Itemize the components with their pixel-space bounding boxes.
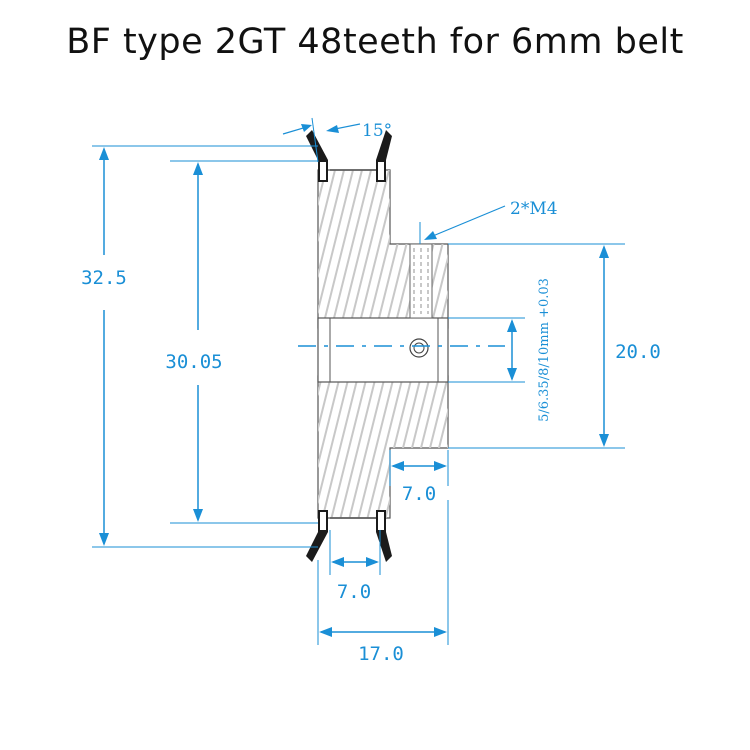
hatch-line — [318, 376, 341, 518]
hatch-line — [277, 170, 317, 330]
hatch-line — [348, 170, 390, 328]
dimension-lines — [92, 117, 625, 645]
hatch-line — [321, 376, 359, 518]
hatch-line — [318, 376, 350, 518]
hatch-line — [339, 170, 381, 328]
label-total-length: 17.0 — [358, 643, 404, 665]
hatch-line — [318, 170, 327, 328]
hatch-line — [268, 170, 308, 330]
label-hub-length: 7.0 — [402, 483, 436, 505]
hatch-line — [318, 170, 354, 328]
hatch-line — [466, 170, 506, 330]
hatch-line — [330, 170, 372, 328]
hatch-line — [277, 376, 313, 520]
hatch-line — [475, 170, 515, 330]
hatch-line — [457, 170, 497, 330]
hatch-line — [318, 170, 336, 328]
hatch-line — [268, 376, 304, 520]
hatch-line — [250, 170, 290, 330]
hatch-line — [250, 376, 286, 520]
hatch-line — [259, 170, 299, 330]
label-flange-angle: 15° — [362, 121, 392, 141]
label-bore: 5/6.35/8/10mm +0.03 — [537, 278, 552, 422]
label-pitch-diameter: 30.05 — [165, 351, 222, 373]
hatch-line — [447, 170, 448, 328]
hatch-line — [318, 376, 323, 518]
hatch-line — [438, 170, 448, 328]
diagram-title: BF type 2GT 48teeth for 6mm belt — [66, 22, 684, 62]
hatch-line — [429, 170, 448, 328]
hatch-line — [493, 170, 533, 330]
hatch-line — [330, 376, 368, 518]
bore — [317, 317, 449, 383]
hatch-line — [484, 170, 524, 330]
set-screw-hole — [409, 243, 433, 319]
hatch-line — [366, 376, 404, 518]
set-screw-circle — [409, 338, 429, 358]
label-hub-diameter: 20.0 — [615, 341, 661, 363]
hatch-line — [318, 376, 332, 518]
hatch-line — [259, 376, 295, 520]
hatch-line — [339, 376, 377, 518]
label-outer-diameter: 32.5 — [81, 267, 127, 289]
hatch-line — [375, 376, 413, 518]
label-set-screw: 2*M4 — [510, 199, 558, 219]
hatch-line — [357, 376, 395, 518]
hatch-line — [318, 170, 345, 328]
label-belt-width: 7.0 — [337, 581, 371, 603]
hatch-line — [348, 376, 386, 518]
hatch-line — [502, 170, 542, 330]
hatch-line — [321, 170, 363, 328]
